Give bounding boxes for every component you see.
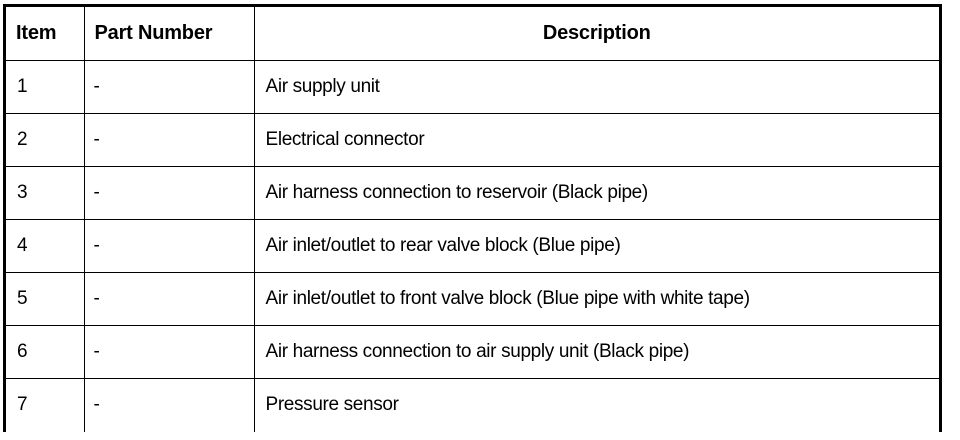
- cell-item: 7: [6, 378, 85, 432]
- cell-description: Air harness connection to reservoir (Bla…: [253, 166, 939, 220]
- table-body: 1 - Air supply unit 2 - Electrical conne…: [6, 60, 939, 432]
- parts-legend-table: Item Part Number Description 1 - Air sup…: [6, 7, 939, 432]
- table-row: 2 - Electrical connector: [6, 113, 939, 167]
- cell-part-number: -: [83, 166, 255, 220]
- cell-part-number: -: [83, 113, 255, 167]
- cell-description: Air supply unit: [253, 60, 939, 114]
- cell-description: Air inlet/outlet to rear valve block (Bl…: [253, 219, 939, 273]
- table-row: 3 - Air harness connection to reservoir …: [6, 166, 939, 220]
- column-header-part-number: Part Number: [83, 7, 255, 61]
- table-header-row: Item Part Number Description: [6, 7, 939, 61]
- table-row: 5 - Air inlet/outlet to front valve bloc…: [6, 272, 939, 326]
- cell-part-number: -: [83, 60, 255, 114]
- cell-item: 2: [6, 113, 85, 167]
- cell-part-number: -: [83, 219, 255, 273]
- cell-description: Air harness connection to air supply uni…: [253, 325, 939, 379]
- table-header: Item Part Number Description: [6, 7, 939, 61]
- cell-description: Pressure sensor: [253, 378, 939, 432]
- cell-part-number: -: [83, 325, 255, 379]
- cell-item: 5: [6, 272, 85, 326]
- table-row: 1 - Air supply unit: [6, 60, 939, 114]
- table-row: 4 - Air inlet/outlet to rear valve block…: [6, 219, 939, 273]
- column-header-description: Description: [253, 7, 939, 61]
- cell-description: Electrical connector: [253, 113, 939, 167]
- cell-description: Air inlet/outlet to front valve block (B…: [253, 272, 939, 326]
- table-row: 6 - Air harness connection to air supply…: [6, 325, 939, 379]
- cell-part-number: -: [83, 378, 255, 432]
- table-row: 7 - Pressure sensor: [6, 378, 939, 432]
- parts-table-container: Item Part Number Description 1 - Air sup…: [3, 4, 942, 432]
- cell-item: 3: [6, 166, 85, 220]
- column-header-item: Item: [6, 7, 85, 61]
- cell-item: 6: [6, 325, 85, 379]
- cell-item: 4: [6, 219, 85, 273]
- cell-item: 1: [6, 60, 85, 114]
- cell-part-number: -: [83, 272, 255, 326]
